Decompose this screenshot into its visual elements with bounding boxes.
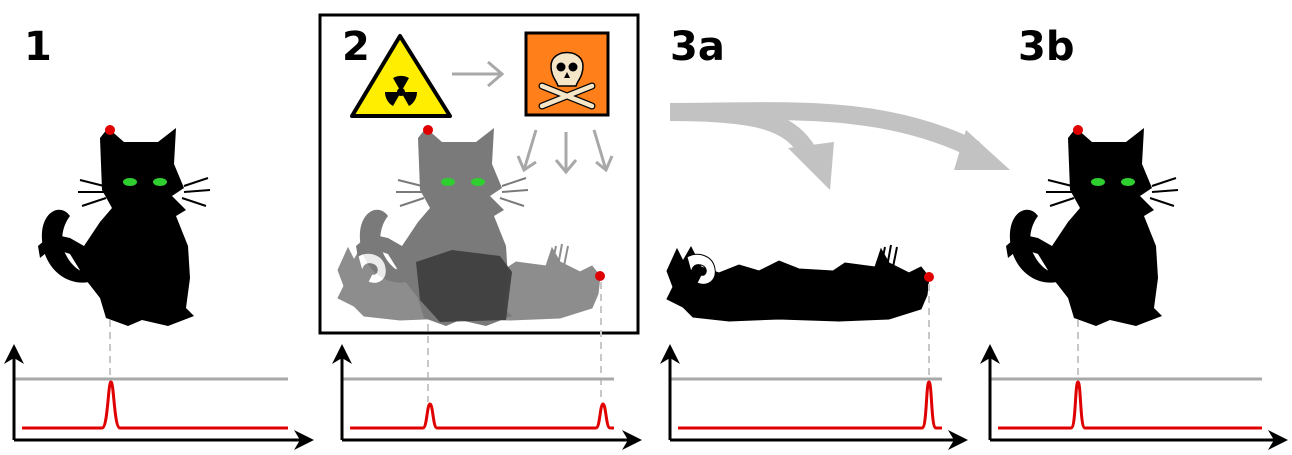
x-axis-arrow [294,430,314,450]
probability-peak [678,380,942,430]
y-axis-arrow [332,344,352,364]
probability-plot [332,344,642,450]
panel-1-label: 1 [24,24,52,70]
x-axis-arrow [1268,430,1288,450]
superposed-cats [337,125,605,326]
position-marker [105,125,115,135]
arrows-down-icon [516,129,614,175]
probability-plot [980,344,1288,450]
y-axis-arrow [4,344,24,364]
arrow-to-3b-head [954,130,1010,170]
dead-marker [595,271,605,281]
radiation-icon [350,34,452,118]
panel-1: 1 [4,24,314,450]
panel-2: 2 [318,13,642,450]
alive-marker [423,125,433,135]
arrow-to-3a-head [788,142,834,190]
alive-cat [38,125,211,326]
y-axis-arrow [980,344,1000,364]
x-axis-arrow [948,430,968,450]
dead-cat [666,244,934,322]
panel-2-label: 2 [342,24,370,70]
panel-3b: 3b [980,24,1288,450]
position-marker [1073,125,1083,135]
skull-crossbones-icon [524,31,610,117]
probability-plot [660,344,968,450]
superposition-box [318,13,640,335]
overlap-region [416,250,512,322]
probability-peak [350,402,614,430]
panel-3b-label: 3b [1018,24,1074,70]
x-axis-arrow [622,430,642,450]
y-axis-arrow [660,344,680,364]
arrow-right-icon [452,60,505,88]
position-marker [924,272,934,282]
panel-3a: 3a [660,24,968,450]
probability-peak [22,380,288,430]
probability-peak [998,380,1262,430]
panel-3a-label: 3a [670,24,725,70]
probability-plot [4,344,314,450]
alive-cat [1006,125,1179,326]
outcome-arrows [669,102,1010,190]
arrow-to-3b [669,102,981,159]
